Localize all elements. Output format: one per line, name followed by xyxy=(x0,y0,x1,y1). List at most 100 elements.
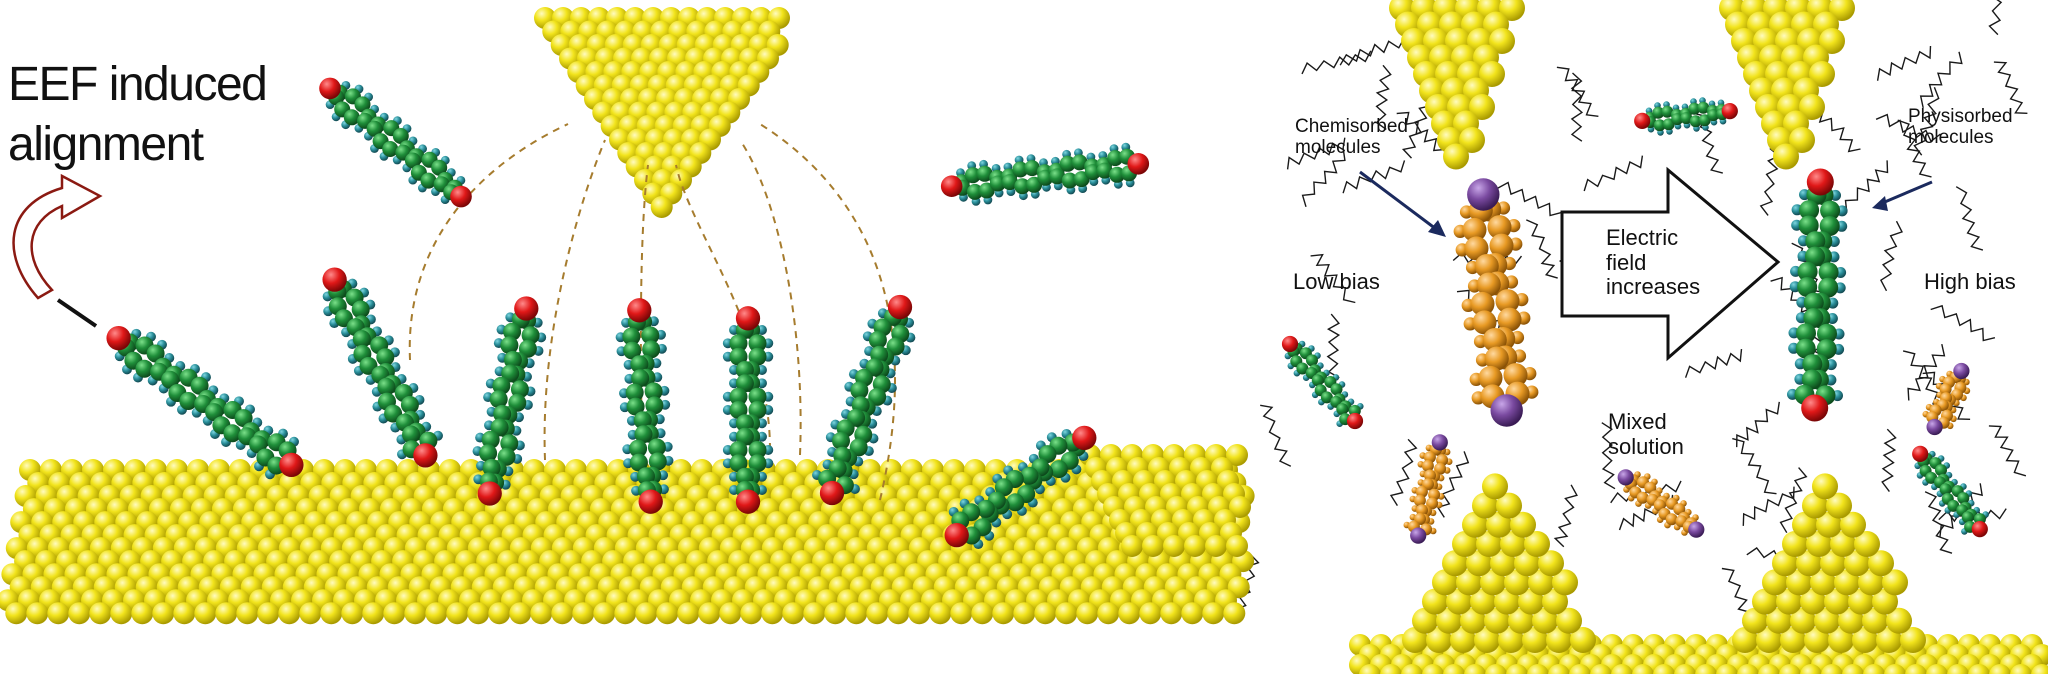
carbon-atom xyxy=(626,397,645,416)
oxygen-atom xyxy=(106,325,131,351)
carbon-atom xyxy=(966,183,983,200)
solvent-chain xyxy=(1389,438,1418,506)
carbon-atom xyxy=(404,152,421,169)
carbon-atom xyxy=(190,376,209,395)
gold-atom xyxy=(1828,627,1854,653)
carbon-atom xyxy=(510,380,529,399)
carbon-atom xyxy=(735,427,754,446)
gold-atom xyxy=(1882,569,1908,596)
gold-atom xyxy=(530,602,553,625)
gold-atom xyxy=(1359,664,1381,674)
gold-atom xyxy=(1862,607,1888,634)
oxygen-atom xyxy=(627,298,652,323)
carbon-atom xyxy=(1671,113,1684,126)
sulfur-atom xyxy=(1490,394,1523,427)
carbon-atom xyxy=(1038,445,1057,464)
gold-atom xyxy=(845,602,868,625)
gold-atom xyxy=(1432,569,1458,596)
gold-atom xyxy=(1139,602,1162,625)
carbon-atom xyxy=(832,431,850,450)
gold-atom xyxy=(887,602,910,625)
solvent-chain xyxy=(1844,160,1889,213)
carbon-atom xyxy=(1935,464,1947,477)
carbon-atom xyxy=(1818,277,1839,298)
oxygen-atom xyxy=(450,185,472,208)
gold-atom xyxy=(1802,492,1828,519)
carbon-atom xyxy=(976,499,995,518)
carbon-atom xyxy=(376,348,395,367)
gold-atom xyxy=(1510,511,1536,538)
carbon-atom xyxy=(644,382,663,401)
gold-atom xyxy=(1436,607,1462,634)
carbon-atom xyxy=(352,330,371,349)
gold-atom xyxy=(1226,535,1248,557)
gold-atom xyxy=(1816,511,1842,538)
oxygen-atom xyxy=(1721,103,1738,120)
carbon-atom xyxy=(234,409,253,428)
carbon-atom xyxy=(1059,155,1076,172)
molecule-green xyxy=(106,325,304,480)
carbon-atom xyxy=(1803,308,1824,328)
gold-atom xyxy=(1163,535,1185,557)
gold-atom xyxy=(1121,535,1143,557)
gold-atom xyxy=(1460,607,1486,634)
gold-atom xyxy=(1819,28,1845,54)
carbon-atom xyxy=(1707,109,1720,122)
carbon-atom xyxy=(382,141,399,157)
oxygen-atom xyxy=(944,522,969,548)
oxygen-atom xyxy=(477,481,502,506)
carbon-atom xyxy=(223,424,242,443)
gold-atom xyxy=(1142,535,1164,557)
carbon-atom xyxy=(479,444,498,463)
gold-atom xyxy=(1800,664,1822,674)
carbon-atom xyxy=(629,453,648,472)
molecule-green xyxy=(1787,168,1848,422)
gold-atom xyxy=(341,602,364,625)
carbon-atom xyxy=(492,376,511,395)
solvent-chain xyxy=(1924,491,1953,554)
sulfur-atom xyxy=(1688,521,1705,538)
carbon-atom xyxy=(735,374,754,393)
mixed-solution-label: Mixed solution xyxy=(1608,409,1684,459)
carbon-atom xyxy=(1020,466,1039,485)
gold-atom xyxy=(1446,588,1472,615)
oxygen-atom xyxy=(514,296,539,321)
chemisorbed-pointer-head-icon xyxy=(1428,220,1446,237)
gold-atom xyxy=(1508,607,1534,634)
carbon-atom xyxy=(633,411,652,430)
carbon-atom xyxy=(976,165,993,182)
carbon-atom xyxy=(634,425,653,444)
gold-atom xyxy=(1886,607,1912,634)
gold-atom xyxy=(5,602,28,625)
gold-atom xyxy=(1844,550,1870,577)
carbon-atom xyxy=(1697,101,1710,114)
low-bias-label: Low bias xyxy=(1293,269,1380,294)
carbon-atom xyxy=(503,350,522,369)
carbon-atom xyxy=(1802,354,1823,375)
carbon-atom xyxy=(1799,200,1820,221)
gold-atom xyxy=(1229,496,1251,518)
oxygen-atom xyxy=(413,443,438,468)
gold-atom xyxy=(971,602,994,625)
electric-field-label: Electric field increases xyxy=(1606,225,1701,300)
carbon-atom xyxy=(729,387,748,406)
gold-atom xyxy=(194,602,217,625)
gold-atom xyxy=(1205,535,1227,557)
gold-atom xyxy=(1223,602,1246,625)
sulfur-atom xyxy=(1617,469,1634,486)
gold-atom xyxy=(1496,492,1522,519)
solvent-chain xyxy=(1988,0,2003,36)
electric-field-arrow-icon xyxy=(1560,166,1781,362)
solvent-chain xyxy=(1342,160,1406,194)
gold-atom xyxy=(1926,664,1948,674)
carbon-atom xyxy=(489,390,508,409)
gold-atom xyxy=(1968,664,1990,674)
carbon-atom xyxy=(1653,119,1666,132)
gold-atom xyxy=(1422,588,1448,615)
gold-atom xyxy=(1097,602,1120,625)
gold-atom xyxy=(1674,664,1696,674)
gold-atom xyxy=(650,196,673,218)
gold-atom xyxy=(908,602,931,625)
gold-atom xyxy=(1402,627,1428,653)
